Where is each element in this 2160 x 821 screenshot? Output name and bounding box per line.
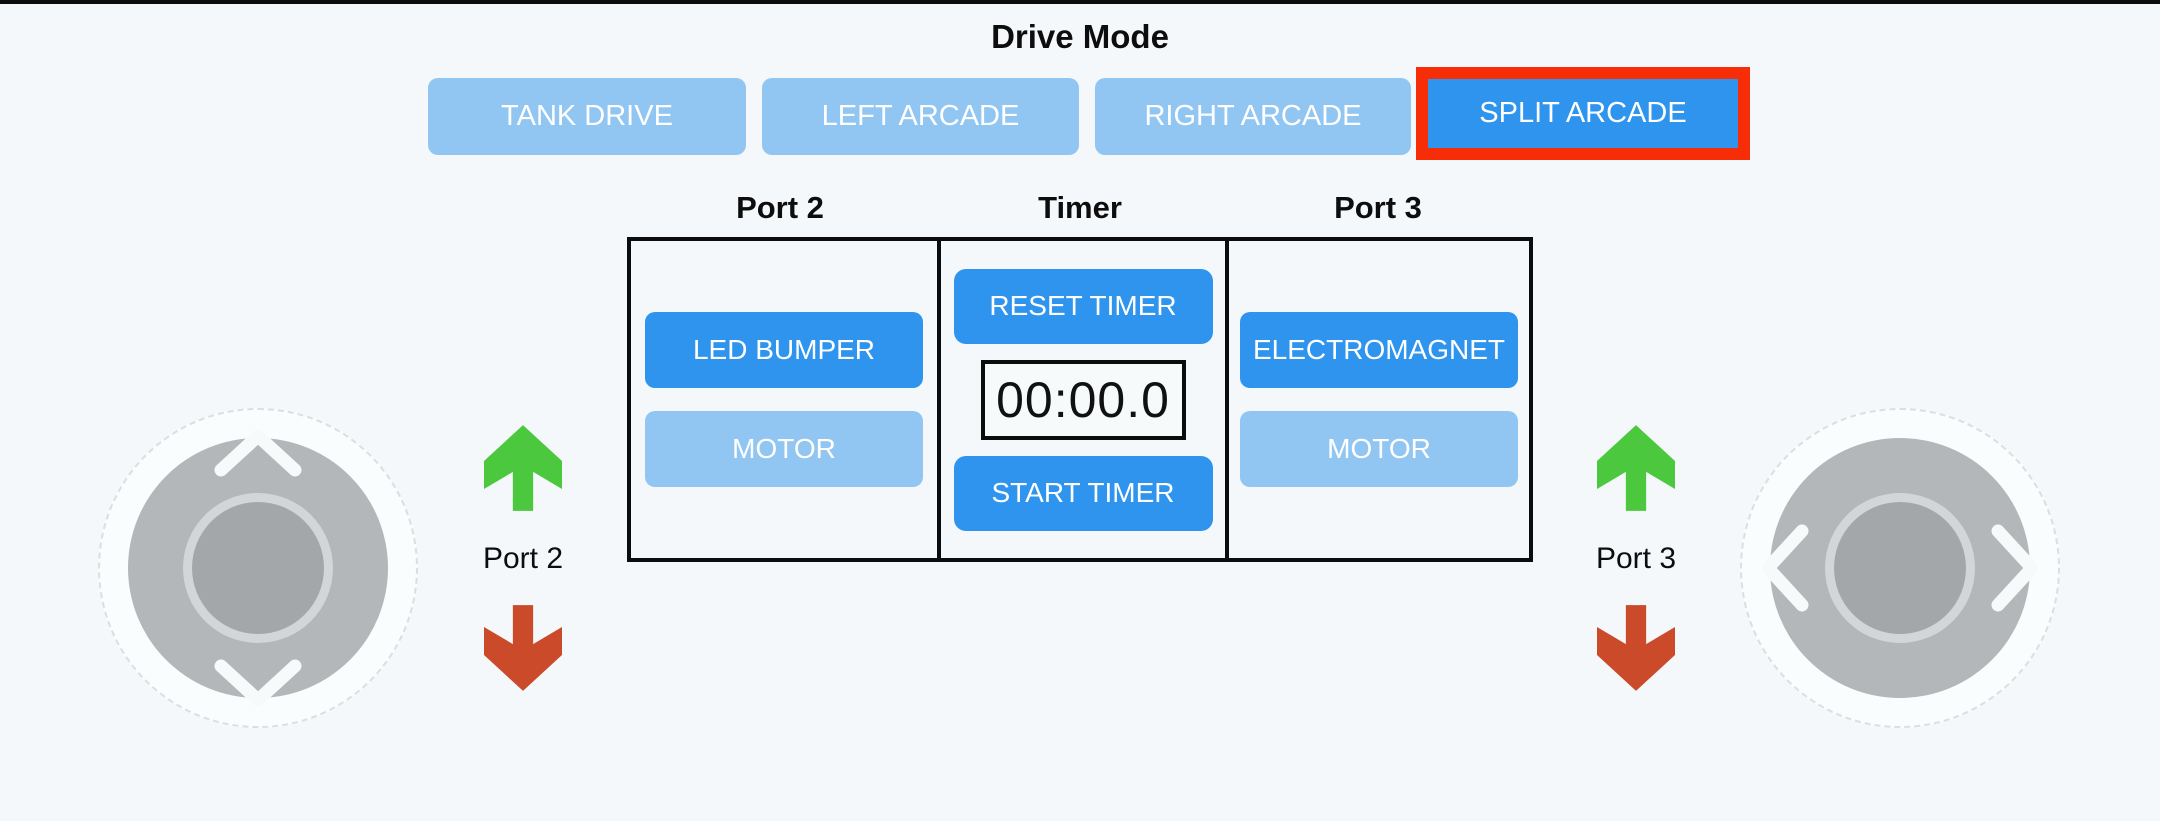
port2-column: LED BUMPER MOTOR	[631, 241, 941, 558]
top-divider	[0, 0, 2160, 4]
reset-timer-button[interactable]: RESET TIMER	[953, 268, 1213, 344]
left-joystick[interactable]	[98, 408, 418, 728]
port3-indicator-label: Port 3	[1595, 542, 1677, 575]
port2-motor-label: MOTOR	[732, 433, 836, 464]
port3-motor-button[interactable]: MOTOR	[1240, 411, 1518, 487]
left-arcade-label: LEFT ARCADE	[821, 100, 1020, 132]
chevron-up-icon	[214, 429, 302, 477]
red-down-arrow-icon	[484, 605, 562, 691]
chevron-right-icon	[1991, 524, 2039, 612]
chevron-left-icon	[1761, 524, 1809, 612]
split-arcade-button-selected[interactable]: SPLIT ARCADE	[1416, 67, 1750, 160]
port3-column-header: Port 3	[1334, 190, 1422, 225]
red-down-arrow-icon	[1597, 605, 1675, 691]
timer-display: 00:00.0	[980, 359, 1186, 440]
right-arcade-label: RIGHT ARCADE	[1144, 100, 1362, 132]
port2-motor-button[interactable]: MOTOR	[645, 411, 923, 487]
reset-timer-label: RESET TIMER	[989, 290, 1177, 321]
port2-indicator-label: Port 2	[482, 542, 564, 575]
port3-direction-indicator: Port 3	[1556, 424, 1716, 694]
electromagnet-button[interactable]: ELECTROMAGNET	[1240, 312, 1518, 388]
led-bumper-label: LED BUMPER	[692, 334, 876, 365]
port2-direction-indicator: Port 2	[443, 424, 603, 694]
start-timer-label: START TIMER	[991, 477, 1175, 508]
joystick-knob[interactable]	[192, 502, 324, 634]
timer-column: RESET TIMER 00:00.0 START TIMER	[941, 241, 1229, 558]
led-bumper-button[interactable]: LED BUMPER	[645, 312, 923, 388]
joystick-knob[interactable]	[1834, 502, 1966, 634]
drive-mode-title: Drive Mode	[991, 18, 1169, 55]
tank-drive-button[interactable]: TANK DRIVE	[428, 78, 746, 155]
port3-motor-label: MOTOR	[1327, 433, 1431, 464]
timer-column-header: Timer	[1038, 190, 1122, 225]
electromagnet-label: ELECTROMAGNET	[1252, 334, 1506, 365]
split-arcade-label: SPLIT ARCADE	[1479, 97, 1687, 129]
tank-drive-label: TANK DRIVE	[501, 100, 673, 132]
left-arcade-button[interactable]: LEFT ARCADE	[762, 78, 1079, 155]
device-control-table: LED BUMPER MOTOR RESET TIMER 00:00.0 STA…	[627, 237, 1533, 562]
right-arcade-button[interactable]: RIGHT ARCADE	[1095, 78, 1411, 155]
port2-column-header: Port 2	[736, 190, 824, 225]
port3-column: ELECTROMAGNET MOTOR	[1229, 241, 1529, 558]
green-up-arrow-icon	[484, 425, 562, 511]
right-joystick[interactable]	[1740, 408, 2060, 728]
green-up-arrow-icon	[1597, 425, 1675, 511]
start-timer-button[interactable]: START TIMER	[953, 455, 1213, 531]
chevron-down-icon	[214, 659, 302, 707]
